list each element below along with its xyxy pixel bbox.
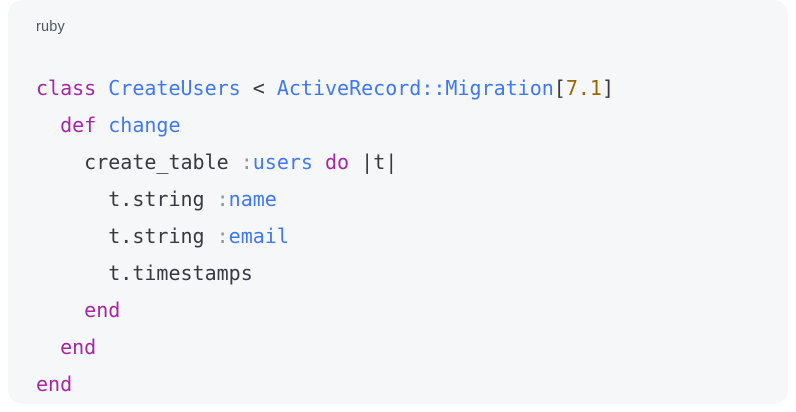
code-token-kw: class <box>36 76 97 100</box>
code-content: class CreateUsers < ActiveRecord::Migrat… <box>36 70 760 403</box>
code-token-id: ActiveRecord::Migration <box>276 76 554 100</box>
code-token-sym: : <box>216 224 229 248</box>
code-token-id: users <box>252 150 313 174</box>
code-token-pln <box>313 150 325 174</box>
code-token-kw: end <box>36 372 73 396</box>
code-token-pln: [ <box>553 76 566 100</box>
code-token-pln: ] <box>601 76 615 100</box>
code-token-kw: do <box>325 150 350 174</box>
code-token-id: email <box>228 224 289 248</box>
code-token-pln: t.string <box>36 187 217 211</box>
code-line: t.string :email <box>36 218 760 255</box>
code-token-pln: create_table <box>36 150 241 174</box>
code-line: end <box>36 292 760 329</box>
code-line: end <box>36 366 760 403</box>
code-token-sym: : <box>216 187 229 211</box>
code-token-kw: end <box>84 298 121 322</box>
language-label: ruby <box>36 19 66 35</box>
code-block-card: ruby class CreateUsers < ActiveRecord::M… <box>8 0 788 404</box>
code-token-num: 7.1 <box>565 76 602 100</box>
code-token-kw: def <box>60 113 97 137</box>
code-token-pln <box>36 113 60 137</box>
code-token-id: change <box>108 113 181 137</box>
code-line: t.string :name <box>36 181 760 218</box>
code-token-pln <box>96 113 108 137</box>
code-line: t.timestamps <box>36 255 760 292</box>
code-token-pln: |t| <box>349 150 398 174</box>
code-token-id: name <box>228 187 277 211</box>
code-line: class CreateUsers < ActiveRecord::Migrat… <box>36 70 760 107</box>
code-token-pln <box>36 298 84 322</box>
code-token-id: CreateUsers <box>108 76 241 100</box>
code-token-sym: : <box>240 150 253 174</box>
code-token-pln <box>96 76 108 100</box>
code-line: end <box>36 329 760 366</box>
code-line: def change <box>36 107 760 144</box>
code-token-pln: < <box>240 76 277 100</box>
code-token-pln <box>36 335 60 359</box>
code-token-kw: end <box>60 335 97 359</box>
code-token-pln: t.string <box>36 224 217 248</box>
code-token-pln: t.timestamps <box>36 261 253 285</box>
code-line: create_table :users do |t| <box>36 144 760 181</box>
